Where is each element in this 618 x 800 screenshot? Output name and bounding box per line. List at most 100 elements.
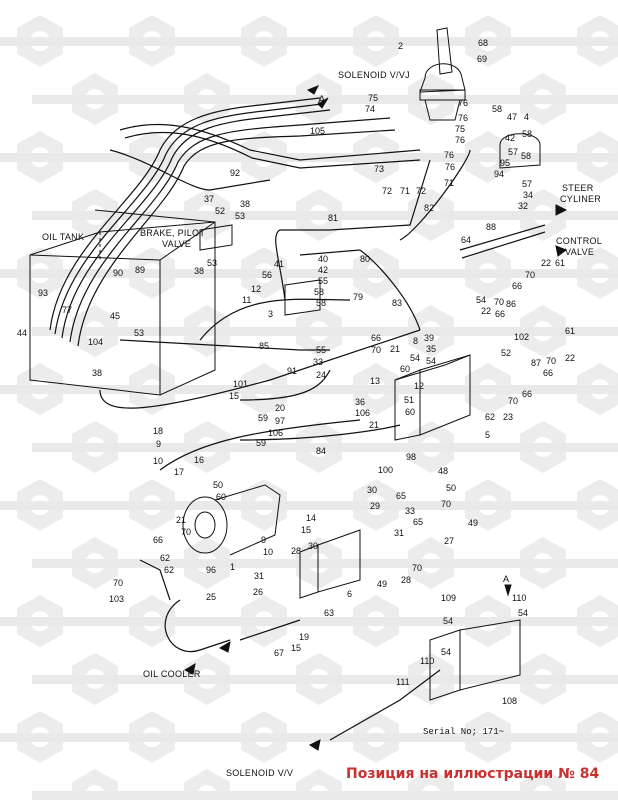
part-callout-number: 2 <box>398 41 404 51</box>
watermark-logo <box>32 73 158 133</box>
part-callout-number: 1 <box>230 562 236 572</box>
part-callout-number: 30 <box>367 485 378 495</box>
watermark-logo <box>537 15 618 75</box>
part-callout-number: 64 <box>461 235 472 245</box>
label-a-top: A <box>318 94 326 106</box>
watermark-logo <box>537 247 618 307</box>
label-a-bottom: A <box>503 574 510 584</box>
part-callout-number: 48 <box>438 466 449 476</box>
watermark-logo <box>32 189 158 249</box>
part-callout-number: 42 <box>505 133 516 143</box>
part-callout-number: 103 <box>109 594 125 604</box>
part-callout-number: 60 <box>216 492 227 502</box>
part-callout-number: 62 <box>164 565 175 575</box>
watermark-logo <box>256 653 382 713</box>
part-callout-number: 10 <box>263 547 274 557</box>
part-callout-number: 10 <box>153 456 164 466</box>
part-callout-number: 85 <box>259 341 270 351</box>
watermark-logo <box>368 421 494 481</box>
watermark-logo <box>425 711 551 771</box>
watermark-logo <box>537 131 618 191</box>
part-callout-number: 21 <box>390 344 401 354</box>
part-callout-number: 18 <box>153 426 164 436</box>
label-control-valve: CONTROL <box>556 236 603 246</box>
part-callout-number: 97 <box>275 416 286 426</box>
part-callout-number: 53 <box>207 258 218 268</box>
watermark-logo <box>201 595 327 655</box>
part-callout-number: 44 <box>17 328 28 338</box>
part-callout-number: 58 <box>314 287 325 297</box>
part-callout-number: 37 <box>204 194 215 204</box>
part-callout-number: 24 <box>316 370 327 380</box>
label-oil-cooler: OIL COOLER <box>143 669 201 679</box>
valve-block-drawing <box>199 133 541 701</box>
part-callout-number: 108 <box>502 696 518 706</box>
watermark-logo <box>144 769 270 800</box>
watermark-logo <box>425 15 551 75</box>
part-callout-number: 38 <box>240 199 251 209</box>
watermark-logo <box>592 537 618 597</box>
part-callout-number: 65 <box>413 517 424 527</box>
part-callout-number: 105 <box>310 126 326 136</box>
part-callout-number: 71 <box>400 186 411 196</box>
watermark-logo <box>32 305 158 365</box>
part-callout-number: 81 <box>328 213 339 223</box>
part-callout-number: 83 <box>392 298 403 308</box>
part-callout-number: 66 <box>512 281 523 291</box>
part-callout-number: 77 <box>62 305 73 315</box>
part-callout-number: 41 <box>274 259 285 269</box>
watermark-logo <box>0 131 103 191</box>
part-callout-number: 109 <box>441 593 457 603</box>
watermark-logo <box>592 769 618 800</box>
part-callout-number: 68 <box>478 38 489 48</box>
part-callout-number: 89 <box>135 265 146 275</box>
part-callout-number: 106 <box>355 408 371 418</box>
part-callout-number: 28 <box>291 546 302 556</box>
part-callout-number: 61 <box>555 258 566 268</box>
watermark-logo <box>32 653 158 713</box>
part-callout-number: 57 <box>508 147 519 157</box>
label-steer-cylinder: STEER <box>562 183 594 193</box>
label-control-valve-2: VALVE <box>565 247 595 257</box>
watermark-logo <box>592 189 618 249</box>
part-callout-number: 95 <box>500 158 511 168</box>
watermark-logo <box>313 131 439 191</box>
part-callout-number: 73 <box>374 164 385 174</box>
part-callout-number: 102 <box>514 332 530 342</box>
watermark-logo <box>425 479 551 539</box>
watermark-logo <box>256 769 382 800</box>
part-callout-number: 19 <box>299 632 310 642</box>
watermark-logo <box>537 363 618 423</box>
part-callout-number: 29 <box>370 501 381 511</box>
part-callout-number: 70 <box>181 527 192 537</box>
part-callout-number: 6 <box>347 589 353 599</box>
watermark-logo <box>89 15 215 75</box>
label-solenoid-valve-top: SOLENOID V/VJ <box>338 70 410 80</box>
part-callout-number: 56 <box>262 270 273 280</box>
part-callout-number: 50 <box>213 480 224 490</box>
part-callout-number: 15 <box>301 525 312 535</box>
part-callout-number: 52 <box>501 348 512 358</box>
part-callout-number: 75 <box>368 93 379 103</box>
part-callout-number: 14 <box>306 513 317 523</box>
part-callout-number: 110 <box>420 656 435 666</box>
watermark-logo <box>32 769 158 800</box>
part-callout-number: 58 <box>492 104 503 114</box>
part-callout-number: 21 <box>369 420 380 430</box>
part-callout-number: 52 <box>215 206 226 216</box>
watermark-logo <box>89 479 215 539</box>
part-callout-number: 67 <box>274 648 285 658</box>
part-callout-number: 54 <box>441 647 452 657</box>
part-callout-number: 90 <box>113 268 124 278</box>
watermark-logo <box>144 421 270 481</box>
part-callout-number: 70 <box>525 270 536 280</box>
part-callout-number: 13 <box>370 376 381 386</box>
watermark-logo <box>0 711 103 771</box>
part-callout-number: 65 <box>396 491 407 501</box>
watermark-logo <box>144 73 270 133</box>
watermark-logo <box>313 595 439 655</box>
part-callout-number: 33 <box>405 506 416 516</box>
watermark-logo <box>313 15 439 75</box>
part-callout-number: 54 <box>426 356 437 366</box>
